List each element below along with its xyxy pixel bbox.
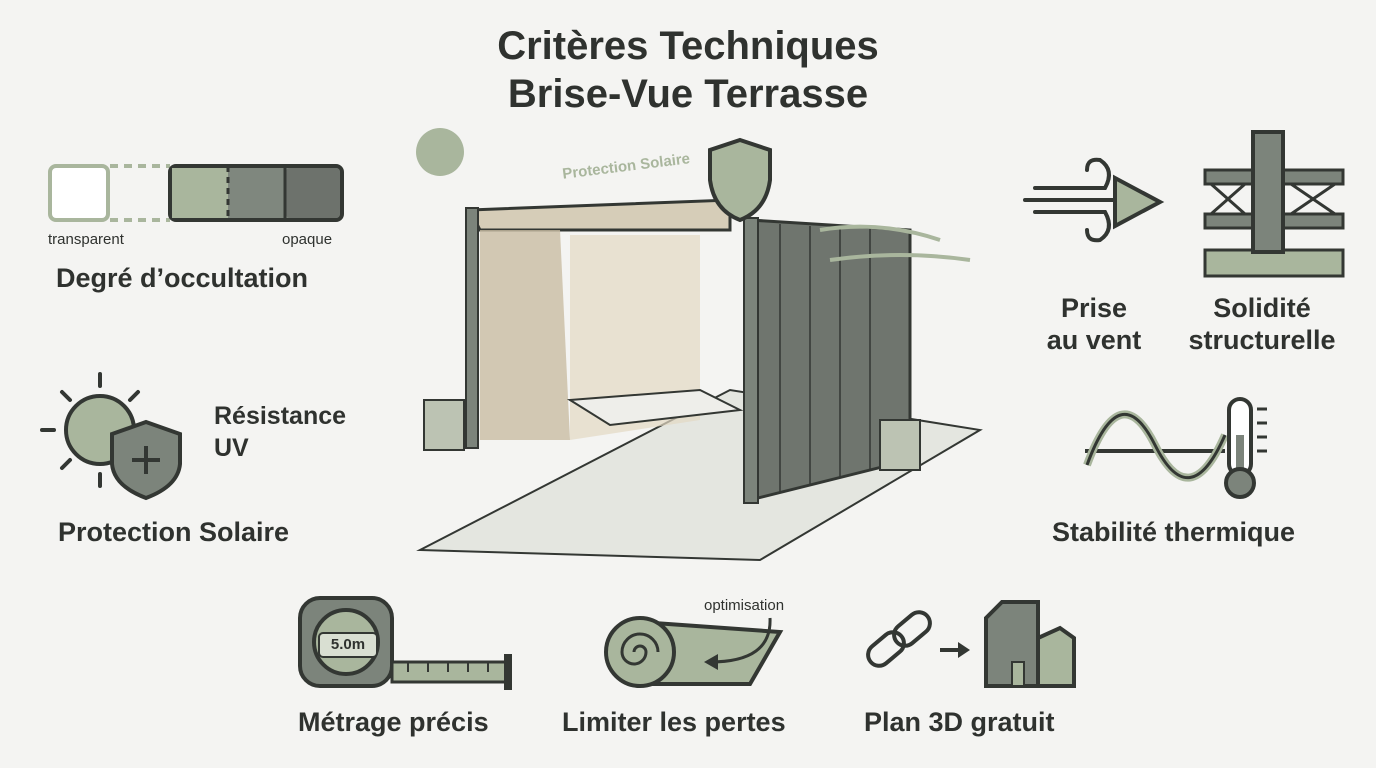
pergola-illustration <box>416 128 983 562</box>
title-line-1: Critères Techniques <box>497 24 879 68</box>
bottom-label-plan3d: Plan 3D gratuit <box>864 707 1055 737</box>
wave-thermometer-icon <box>1083 397 1267 499</box>
link-to-3d-icon <box>866 600 1076 688</box>
sun-shield-icon <box>40 372 182 501</box>
tape-badge: 5.0m <box>318 632 378 658</box>
title-line-2: Brise-Vue Terrasse <box>507 72 869 116</box>
fabric-roll-icon <box>604 616 784 688</box>
thermal-label: Stabilité thermique <box>1052 517 1296 547</box>
scale-right-label: opaque <box>282 231 333 248</box>
optimisation-note: optimisation <box>704 597 785 614</box>
page-title: Critères Techniques Brise-Vue Terrasse <box>0 22 1376 118</box>
wind-arrow-icon <box>1023 157 1165 243</box>
uv-label: Protection Solaire <box>58 517 290 547</box>
bottom-label-metrage: Métrage précis <box>298 707 489 737</box>
post-beam-icon <box>1203 130 1345 278</box>
scale-left-label: transparent <box>48 231 124 248</box>
occultation-label: Degré d’occultation <box>56 263 309 293</box>
bottom-label-pertes: Limiter les pertes <box>562 707 786 737</box>
occultation-scale-icon <box>48 164 344 222</box>
